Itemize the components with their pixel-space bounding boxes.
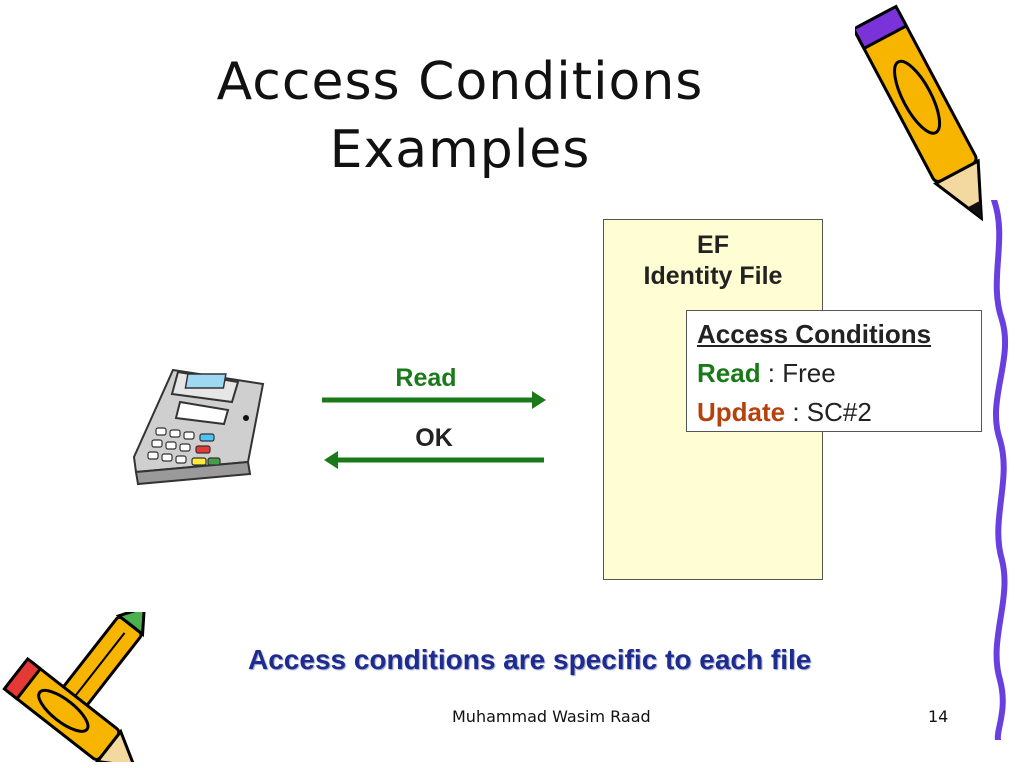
slide-title: Access Conditions Examples xyxy=(150,48,770,184)
card-terminal-icon xyxy=(132,368,265,486)
response-arrow xyxy=(324,451,544,469)
update-condition-row: Update : SC#2 xyxy=(697,393,981,432)
title-line-1: Access Conditions xyxy=(216,52,704,112)
slide-caption: Access conditions are specific to each f… xyxy=(248,644,812,675)
update-condition-value: : SC#2 xyxy=(785,397,872,427)
read-condition-row: Read : Free xyxy=(697,354,981,393)
update-condition-label: Update xyxy=(697,397,786,427)
file-type: EF xyxy=(697,231,729,259)
read-condition-value: : Free xyxy=(760,358,836,388)
pencil-icon xyxy=(2,612,146,762)
read-condition-label: Read xyxy=(697,358,761,388)
response-label: OK xyxy=(415,424,453,452)
page-number: 14 xyxy=(928,707,949,726)
footer-author: Muhammad Wasim Raad xyxy=(452,707,651,726)
access-conditions-heading: Access Conditions xyxy=(697,319,932,349)
file-name: Identity File xyxy=(643,262,783,290)
access-conditions-box: Access Conditions Read : Free Update : S… xyxy=(686,310,982,432)
page-border-decoration xyxy=(991,200,1009,740)
request-arrow xyxy=(322,391,546,409)
title-line-2: Examples xyxy=(329,120,591,180)
pencil-icon xyxy=(855,4,984,222)
request-label: Read xyxy=(395,364,457,392)
file-label: EF Identity File xyxy=(603,230,823,292)
